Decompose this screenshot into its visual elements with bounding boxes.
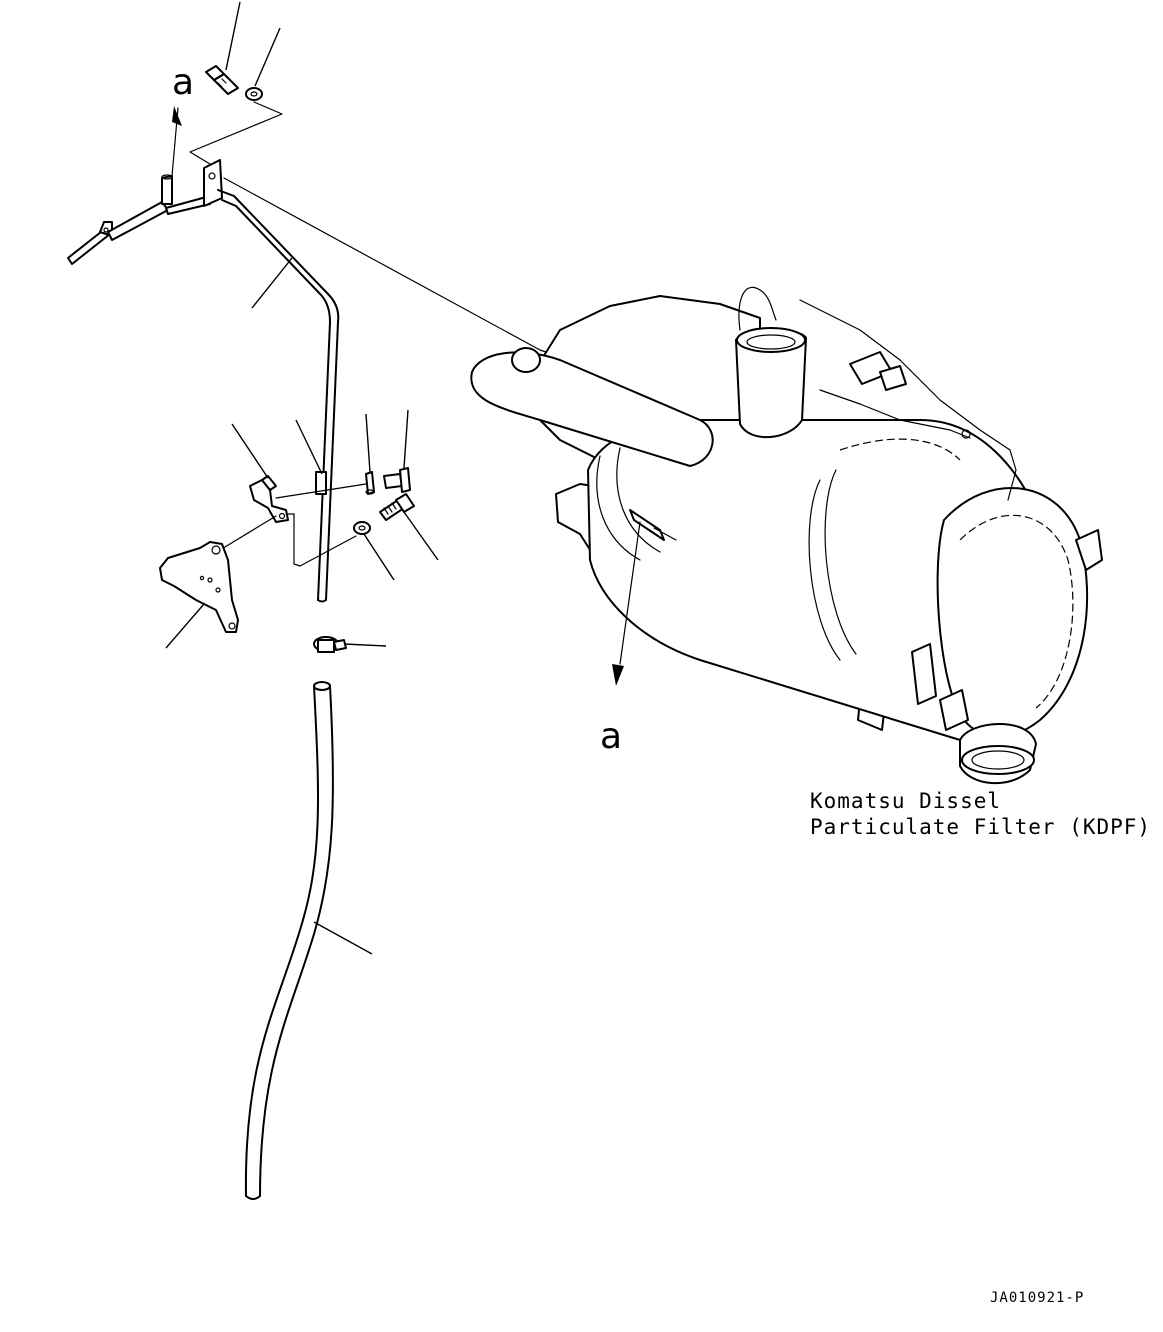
clamp-washer bbox=[353, 521, 371, 535]
reference-arrow-top: a bbox=[171, 62, 194, 177]
lower-hose bbox=[244, 681, 334, 1200]
leader-upper-pipe bbox=[251, 257, 293, 309]
reference-letter-bottom: a bbox=[600, 716, 622, 757]
pipe-bracket bbox=[67, 159, 223, 265]
assembly-line-plate bbox=[219, 515, 277, 551]
small-screw bbox=[365, 471, 375, 495]
hose-clamp bbox=[313, 636, 347, 653]
assembly-line-washer bbox=[287, 513, 357, 567]
caption-line-2: Particulate Filter (KDPF) bbox=[810, 815, 1151, 839]
clamp-bolt-upper bbox=[383, 467, 411, 493]
drawing-code: JA010921-P bbox=[990, 1290, 1084, 1306]
upper-pipe bbox=[217, 189, 340, 603]
assembly-line-top bbox=[189, 101, 283, 165]
mounting-plate bbox=[159, 541, 239, 633]
kdpf-assembly bbox=[470, 286, 1103, 784]
leader-lower-hose bbox=[313, 921, 373, 955]
leader-top-washer bbox=[254, 27, 281, 87]
reference-arrow-bottom: a bbox=[600, 521, 641, 757]
top-bolt bbox=[205, 65, 239, 95]
leader-clamp bbox=[231, 423, 269, 479]
caption-line-1: Komatsu Dissel bbox=[810, 789, 1001, 813]
clamp-bolt-lower bbox=[379, 493, 415, 521]
leader-clamp-washer bbox=[363, 533, 395, 581]
top-washer bbox=[245, 87, 263, 101]
reference-letter-top: a bbox=[172, 62, 194, 103]
leader-top-bolt bbox=[225, 1, 241, 71]
leader-bolt-upper bbox=[403, 409, 409, 469]
leader-bolt-lower bbox=[403, 511, 439, 561]
leader-clamp-band bbox=[295, 419, 323, 475]
assembly-line-screw bbox=[275, 483, 367, 499]
leader-small-screw bbox=[365, 413, 371, 473]
leader-mounting-plate bbox=[165, 603, 205, 649]
leader-hose-clamp bbox=[343, 643, 387, 647]
